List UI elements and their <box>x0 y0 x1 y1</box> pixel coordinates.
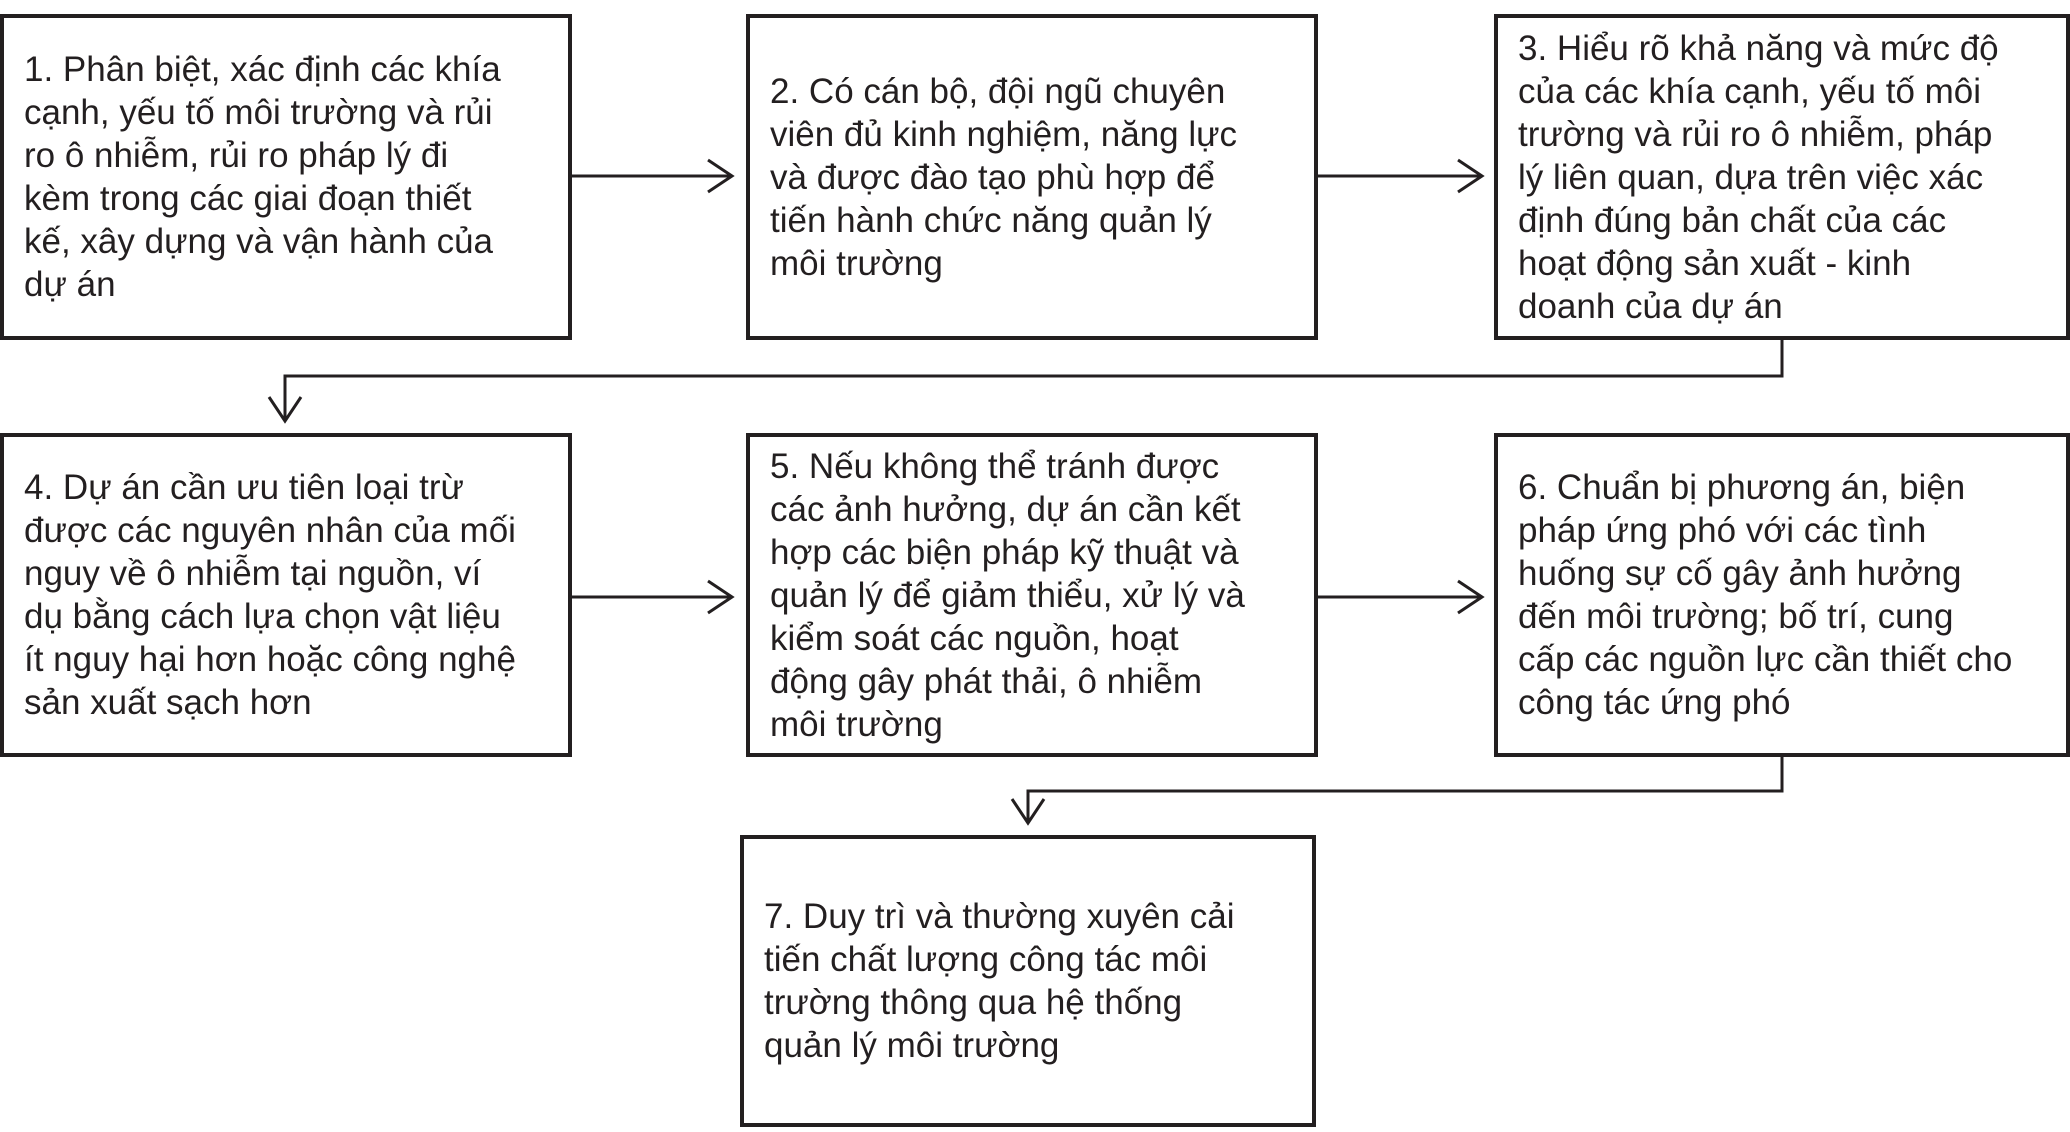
step-box-2: 2. Có cán bộ, đội ngũ chuyên viên đủ kin… <box>746 14 1318 340</box>
arrowhead-1-2 <box>707 158 735 194</box>
arrow-6-7 <box>1026 757 1784 823</box>
arrowhead-5-6 <box>1457 579 1485 615</box>
step-text-2: 2. Có cán bộ, đội ngũ chuyên viên đủ kin… <box>770 71 1238 283</box>
arrow-3-4 <box>283 340 1784 421</box>
step-text-3: 3. Hiểu rõ khả năng và mức độ của các kh… <box>1518 28 1999 326</box>
step-text-5: 5. Nếu không thể tránh được các ảnh hưởn… <box>770 446 1245 744</box>
step-text-4: 4. Dự án cần ưu tiên loại trừ được các n… <box>24 468 516 722</box>
step-box-1: 1. Phân biệt, xác định các khía cạnh, yế… <box>0 14 572 340</box>
step-text-1: 1. Phân biệt, xác định các khía cạnh, yế… <box>24 50 501 304</box>
arrowhead-3-4 <box>267 396 303 424</box>
arrowhead-4-5 <box>707 579 735 615</box>
step-box-5: 5. Nếu không thể tránh được các ảnh hưởn… <box>746 433 1318 757</box>
step-box-3: 3. Hiểu rõ khả năng và mức độ của các kh… <box>1494 14 2070 340</box>
step-text-6: 6. Chuẩn bị phương án, biện pháp ứng phó… <box>1518 468 2013 722</box>
arrowhead-2-3 <box>1457 158 1485 194</box>
step-text-7: 7. Duy trì và thường xuyên cải tiến chất… <box>764 897 1235 1065</box>
step-box-7: 7. Duy trì và thường xuyên cải tiến chất… <box>740 835 1316 1127</box>
step-box-6: 6. Chuẩn bị phương án, biện pháp ứng phó… <box>1494 433 2070 757</box>
arrowhead-6-7 <box>1010 798 1046 826</box>
step-box-4: 4. Dự án cần ưu tiên loại trừ được các n… <box>0 433 572 757</box>
